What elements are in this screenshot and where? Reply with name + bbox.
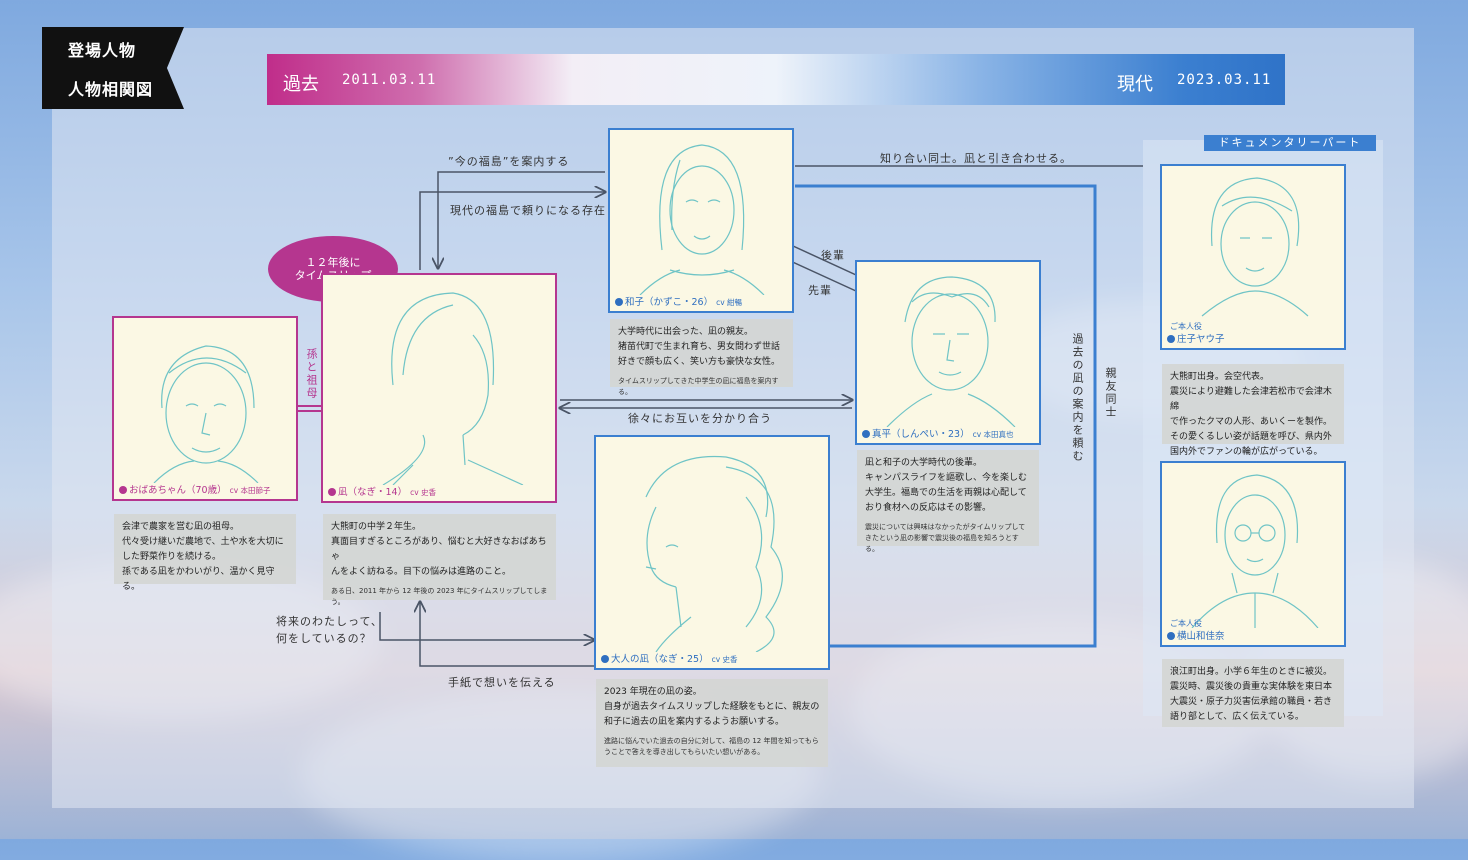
portrait-shinpei bbox=[886, 276, 1016, 427]
desc-line: 2023 年現在の凪の姿。 bbox=[604, 687, 702, 697]
caption-adult-nagi: 大人の凪（なぎ・25）cv 史香 bbox=[601, 651, 738, 665]
card-shoji: ご本人役 庄子ヤウ子 bbox=[1160, 164, 1346, 350]
title-box: 登場人物 人物相関図 bbox=[42, 27, 184, 109]
card-kazuko: 和子（かずこ・26）cv 紺暢 bbox=[608, 128, 794, 313]
portrait-shoji bbox=[1201, 177, 1309, 317]
desc-note: 震災については興味はなかったがタイムリップしてきたという凪の影響で震災後の福島を… bbox=[865, 523, 1026, 553]
desc-line: 震災時、震災後の貴重な実体験を東日本 bbox=[1170, 682, 1333, 692]
title-relationships: 人物相関図 bbox=[68, 80, 154, 99]
desc-line: キャンパスライフを謳歌し、今を楽しむ bbox=[865, 473, 1028, 483]
caption-kazuko: 和子（かずこ・26）cv 紺暢 bbox=[615, 294, 742, 308]
desc-line: 自身が過去タイムスリップした経験をもとに、親友の bbox=[604, 702, 820, 712]
desc-line: 猪苗代町で生まれ育ち、男女問わず世話 bbox=[618, 342, 781, 352]
desc-line: 真面目すぎるところがあり、悩むと大好きなおばあちゃ bbox=[331, 537, 547, 562]
desc-shoji: 大熊町出身。会空代表。 震災により避難した会津若松市で会津木綿 で作ったクマの人… bbox=[1162, 364, 1344, 457]
label-future-q2: 何をしているの？ bbox=[276, 632, 372, 645]
desc-line: 好きで顔も広く、笑い方も豪快な女性。 bbox=[618, 357, 781, 367]
name-obaachan: おばあちゃん（70歳） bbox=[129, 485, 227, 496]
desc-note: タイムスリップしてきた中学生の凪に福島を案内する。 bbox=[618, 377, 779, 396]
desc-line: 凪と和子の大学時代の後輩。 bbox=[865, 458, 983, 468]
caption-shoji: 庄子ヤウ子 bbox=[1167, 331, 1225, 345]
desc-line: んをよく訪ねる。目下の悩みは進路のこと。 bbox=[331, 567, 512, 577]
label-grandchild: 孫と祖母 bbox=[305, 348, 318, 400]
card-yokoyama: ご本人役 横山和佳奈 bbox=[1160, 461, 1346, 647]
label-understand: 徐々にお互いを分かり合う bbox=[628, 412, 772, 425]
cv-adult-nagi: cv 史香 bbox=[711, 655, 738, 664]
desc-line: 大学時代に出会った、凪の親友。 bbox=[618, 327, 754, 337]
desc-note: 進路に悩んでいた過去の自分に対して、福島の 12 年間を知ってもらうことで答えを… bbox=[604, 737, 819, 756]
cv-obaachan: cv 本田節子 bbox=[229, 486, 271, 495]
label-acquaintance: 知り合い同士。凪と引き合わせる。 bbox=[880, 152, 1072, 165]
past-date: 2011.03.11 bbox=[342, 72, 437, 88]
desc-obaachan: 会津で農家を営む凪の祖母。 代々受け継いだ農地で、土や水を大切に した野菜作りを… bbox=[114, 514, 296, 592]
desc-line: 大熊町の中学２年生。 bbox=[331, 522, 422, 532]
desc-shinpei: 凪と和子の大学時代の後輩。 キャンパスライフを謳歌し、今を楽しむ 大学生。福島で… bbox=[857, 450, 1039, 553]
desc-line: 大熊町出身。会空代表。 bbox=[1170, 372, 1270, 382]
label-guide-now: ”今の福島”を案内する bbox=[448, 155, 570, 168]
desc-line: おり食材への反応はその影響。 bbox=[865, 503, 992, 513]
label-guide-past: 過去の凪の案内を頼む bbox=[1071, 333, 1084, 463]
label-kohai: 後輩 bbox=[821, 249, 845, 262]
desc-line: した野菜作りを続ける。 bbox=[122, 552, 222, 562]
portrait-obaachan bbox=[153, 345, 259, 483]
documentary-label: ドキュメンタリーパート bbox=[1204, 135, 1376, 151]
title-characters: 登場人物 bbox=[68, 41, 137, 60]
cv-shinpei: cv 本田真也 bbox=[972, 430, 1014, 439]
timeline-bar: 過去 2011.03.11 現代 2023.03.11 bbox=[267, 54, 1285, 105]
card-obaachan: おばあちゃん（70歳）cv 本田節子 bbox=[112, 316, 298, 501]
desc-line: 語り部として、広く伝えている。 bbox=[1170, 712, 1304, 722]
desc-adult-nagi: 2023 年現在の凪の姿。 自身が過去タイムスリップした経験をもとに、親友の 和… bbox=[596, 679, 828, 767]
cv-kazuko: cv 紺暢 bbox=[716, 298, 743, 307]
card-nagi: 凪（なぎ・14）cv 史香 bbox=[321, 273, 557, 503]
desc-line: 代々受け継いだ農地で、土や水を大切に bbox=[122, 537, 284, 547]
portrait-adult-nagi bbox=[645, 455, 783, 652]
desc-line: で作ったクマの人形、あいくーを製作。 bbox=[1170, 417, 1333, 427]
now-label: 現代 bbox=[1117, 74, 1153, 95]
label-best-friends: 親友同士 bbox=[1104, 367, 1117, 419]
line-kazuko-to-nagi bbox=[438, 171, 605, 268]
label-reliable: 現代の福島で頼りになる存在 bbox=[450, 204, 606, 217]
caption-obaachan: おばあちゃん（70歳）cv 本田節子 bbox=[119, 482, 271, 496]
portrait-kazuko bbox=[639, 144, 765, 295]
past-label: 過去 bbox=[283, 74, 319, 95]
card-shinpei: 真平（しんぺい・23）cv 本田真也 bbox=[855, 260, 1041, 445]
cv-nagi: cv 史香 bbox=[410, 488, 437, 497]
desc-line: 震災により避難した会津若松市で会津木綿 bbox=[1170, 387, 1332, 412]
desc-line: 大学生。福島での生活を両親は心配して bbox=[865, 488, 1027, 498]
desc-yokoyama: 浪江町出身。小学６年生のときに被災。 震災時、震災後の貴重な実体験を東日本 大震… bbox=[1162, 659, 1344, 727]
line-best-friends bbox=[795, 184, 1097, 648]
honin-shoji: ご本人役 bbox=[1170, 322, 1202, 331]
card-adult-nagi: 大人の凪（なぎ・25）cv 史香 bbox=[594, 435, 830, 670]
caption-nagi: 凪（なぎ・14）cv 史香 bbox=[328, 484, 436, 498]
desc-line: 大震災・原子力災害伝承館の職員・若き bbox=[1170, 697, 1333, 707]
desc-line: 会津で農家を営む凪の祖母。 bbox=[122, 522, 240, 532]
label-senpai: 先輩 bbox=[808, 284, 832, 297]
bubble-line1: １２年後に bbox=[305, 256, 361, 269]
portrait-yokoyama bbox=[1191, 474, 1319, 628]
caption-shinpei: 真平（しんぺい・23）cv 本田真也 bbox=[862, 426, 1014, 440]
name-adult-nagi: 大人の凪（なぎ・25） bbox=[611, 654, 709, 665]
name-shinpei: 真平（しんぺい・23） bbox=[872, 429, 970, 440]
line-nagi-to-kazuko bbox=[419, 192, 605, 270]
desc-line: その愛くるしい姿が話題を呼び、県内外 bbox=[1170, 432, 1332, 442]
desc-note: ある日、2011 年から 12 年後の 2023 年にタイムスリップしてしまう。 bbox=[331, 587, 548, 606]
portrait-nagi bbox=[382, 292, 524, 485]
label-future-q1: 将来のわたしって、 bbox=[276, 615, 383, 628]
desc-line: 和子に過去の凪を案内するようお願いする。 bbox=[604, 717, 785, 727]
caption-yokoyama: 横山和佳奈 bbox=[1167, 628, 1225, 642]
name-shoji: 庄子ヤウ子 bbox=[1177, 334, 1225, 345]
desc-nagi: 大熊町の中学２年生。 真面目すぎるところがあり、悩むと大好きなおばあちゃ んをよ… bbox=[323, 514, 556, 606]
desc-kazuko: 大学時代に出会った、凪の親友。 猪苗代町で生まれ育ち、男女問わず世話 好きで顔も… bbox=[610, 319, 793, 396]
line-letter bbox=[420, 602, 594, 667]
desc-line: 国内外でファンの輪が広がっている。 bbox=[1170, 447, 1323, 457]
now-date: 2023.03.11 bbox=[1177, 72, 1272, 88]
name-nagi: 凪（なぎ・14） bbox=[338, 487, 408, 498]
honin-yokoyama: ご本人役 bbox=[1170, 619, 1202, 628]
label-letter: 手紙で想いを伝える bbox=[448, 676, 556, 689]
desc-line: 浪江町出身。小学６年生のときに被災。 bbox=[1170, 667, 1333, 677]
name-kazuko: 和子（かずこ・26） bbox=[625, 297, 714, 308]
name-yokoyama: 横山和佳奈 bbox=[1177, 631, 1225, 642]
line-future-question bbox=[379, 612, 594, 640]
desc-line: 孫である凪をかわいがり、温かく見守る。 bbox=[122, 567, 275, 592]
